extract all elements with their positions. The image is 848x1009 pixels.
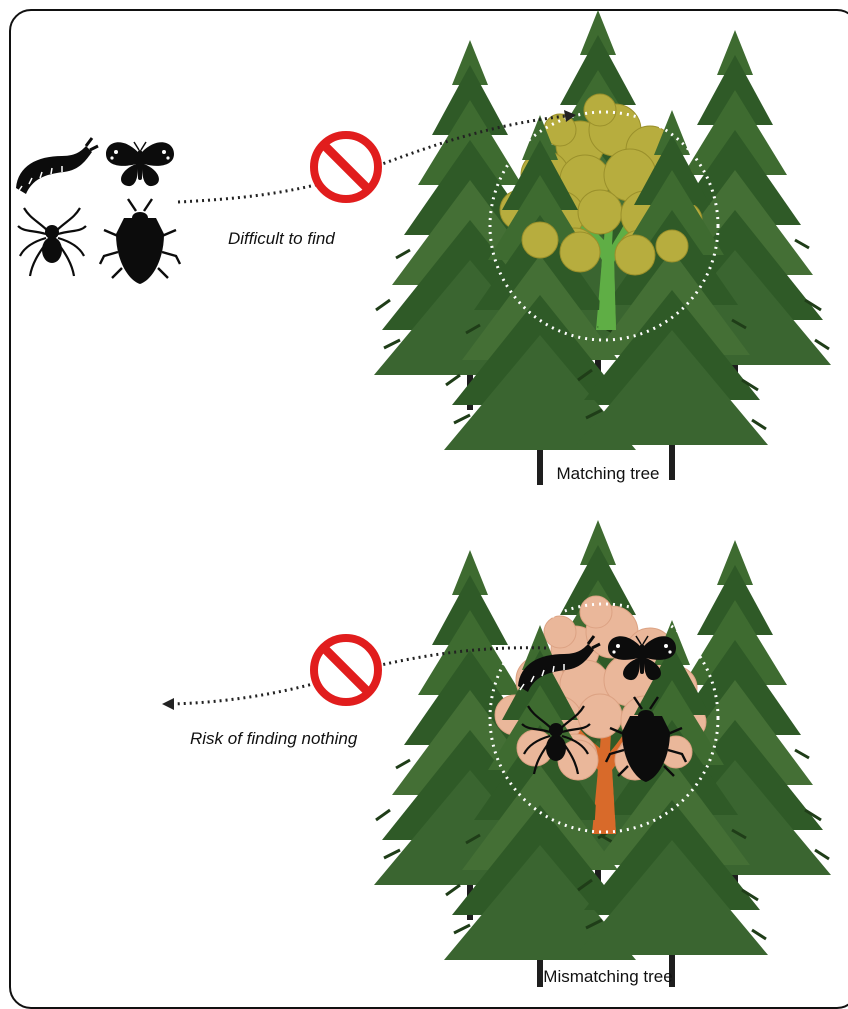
tree-label: Matching tree bbox=[557, 464, 660, 483]
spider-icon bbox=[18, 208, 86, 276]
top-panel: Difficult to find Matching tree bbox=[16, 10, 831, 485]
butterfly-icon bbox=[106, 142, 174, 186]
tree-label: Mismatching tree bbox=[543, 967, 672, 986]
no-entry-icon bbox=[314, 135, 378, 199]
bottom-panel: Risk of finding nothing Mismatching tree bbox=[162, 520, 831, 987]
diagram-canvas: Difficult to find Matching tree bbox=[0, 0, 848, 987]
arrow-label: Difficult to find bbox=[228, 229, 335, 248]
stink-bug-icon bbox=[100, 199, 180, 284]
no-entry-icon bbox=[314, 638, 378, 702]
arrow-head bbox=[162, 698, 174, 710]
arrow-label: Risk of finding nothing bbox=[190, 729, 358, 748]
caterpillar-icon bbox=[16, 138, 98, 194]
